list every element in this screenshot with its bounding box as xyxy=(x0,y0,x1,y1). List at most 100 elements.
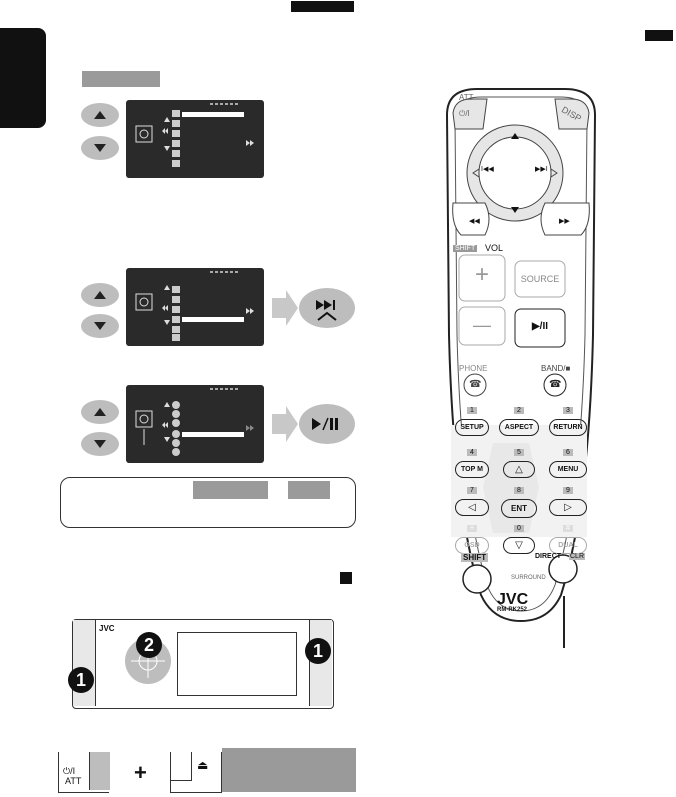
surround-label: SURROUND xyxy=(511,575,546,581)
att-label: ATT xyxy=(459,93,474,102)
key-0-label: ▽ xyxy=(503,537,535,554)
arrow-to-play-button xyxy=(272,404,355,444)
track-list-graphic xyxy=(135,388,254,456)
callout-line xyxy=(563,596,565,648)
key-osd[interactable]: + OSD xyxy=(455,517,489,554)
key-3[interactable]: 3 RETURN xyxy=(549,399,587,436)
key-dual-label: DUAL xyxy=(549,537,587,554)
header-bar-left xyxy=(291,1,354,12)
power-button[interactable]: ⏻/I xyxy=(459,109,470,118)
down-button-3[interactable] xyxy=(81,432,119,456)
note-highlight-1 xyxy=(193,481,268,499)
phone-label: PHONE xyxy=(459,364,488,373)
svg-text:▶▶I: ▶▶I xyxy=(535,166,548,173)
down-button[interactable] xyxy=(81,136,119,160)
folder-list-graphic xyxy=(135,271,254,341)
key-6-number: 6 xyxy=(563,449,573,456)
key-osd-label: OSD xyxy=(455,537,489,554)
down-arrow-icon xyxy=(94,440,106,448)
up-button-2[interactable] xyxy=(81,283,119,307)
key-dual-number: # xyxy=(563,525,573,532)
unit-left-panel xyxy=(73,620,96,706)
shift-label: SHIFT xyxy=(461,553,489,562)
up-arrow-icon xyxy=(94,111,106,119)
key-5-number: 5 xyxy=(514,449,524,456)
key-1-label: SETUP xyxy=(455,419,489,436)
key-osd-number: + xyxy=(466,525,478,532)
bottom-highlight xyxy=(222,748,356,792)
key-3-number: 3 xyxy=(563,407,573,414)
eject-key-shade xyxy=(171,752,192,781)
key-8-label: ENT xyxy=(501,499,537,518)
up-arrow-icon xyxy=(94,291,106,299)
track-list-screen xyxy=(126,385,264,463)
key-2[interactable]: 2 ASPECT xyxy=(499,399,539,436)
play-pause-button[interactable]: ▶/II xyxy=(531,321,549,332)
key-2-number: 2 xyxy=(514,407,524,414)
header-bar-right xyxy=(645,30,673,41)
bottom-power-label: ⏻/I xyxy=(63,766,76,776)
key-5[interactable]: 5 △ xyxy=(503,441,535,478)
head-unit: JVC xyxy=(72,619,334,709)
remote-body: ◀◀ ▶▶ I◀◀ ▶▶I xyxy=(445,88,597,623)
key-0-number: 0 xyxy=(514,525,524,532)
power-att-key: ⏻/I ATT xyxy=(58,752,110,793)
shift-button[interactable] xyxy=(463,565,491,593)
svg-text:◀◀: ◀◀ xyxy=(469,218,480,225)
key-1-number: 1 xyxy=(467,407,477,414)
key-5-label: △ xyxy=(503,461,535,478)
step-badge-2: 2 xyxy=(136,632,162,658)
remote-brand: JVC xyxy=(497,591,529,608)
phone-icon[interactable]: ☎ xyxy=(469,379,482,390)
bottom-att-label: ATT xyxy=(65,776,82,786)
key-7[interactable]: 7 ◁ xyxy=(455,479,489,516)
note-box xyxy=(60,477,356,528)
key-9[interactable]: 9 ▷ xyxy=(549,479,587,516)
key-6-label: MENU xyxy=(549,461,587,478)
up-button[interactable] xyxy=(81,103,119,127)
key-8[interactable]: 8 ENT xyxy=(501,479,537,518)
eject-icon: ⏏ xyxy=(197,758,209,772)
folder-list-screen xyxy=(126,100,264,178)
language-side-tab xyxy=(0,28,46,128)
key-3-label: RETURN xyxy=(549,419,587,436)
down-arrow-icon xyxy=(94,322,106,330)
key-4[interactable]: 4 TOP M xyxy=(455,441,489,478)
key-4-label: TOP M xyxy=(455,461,489,478)
key-0[interactable]: 0 ▽ xyxy=(503,517,535,554)
note-highlight-2 xyxy=(288,481,330,499)
arrow-to-next-button xyxy=(272,288,355,328)
vol-up-button[interactable]: + xyxy=(474,261,489,288)
vol-down-button[interactable]: — xyxy=(473,315,491,335)
down-arrow-icon xyxy=(94,144,106,152)
source-button[interactable]: SOURCE xyxy=(520,274,560,284)
direct-label: DIRECT xyxy=(535,553,562,560)
folder-list-screen-2 xyxy=(126,268,264,346)
key-1[interactable]: 1 SETUP xyxy=(455,399,489,436)
unit-display xyxy=(177,632,297,696)
up-button-3[interactable] xyxy=(81,400,119,424)
direct-clr-button[interactable] xyxy=(549,555,577,583)
key-dual[interactable]: # DUAL xyxy=(549,517,587,554)
vol-badge: SHIFT xyxy=(453,245,478,252)
key-4-number: 4 xyxy=(467,449,477,456)
plus-sign: + xyxy=(134,760,147,785)
key-9-label: ▷ xyxy=(549,499,587,516)
key-9-number: 9 xyxy=(563,487,573,494)
up-arrow-icon xyxy=(94,408,106,416)
eject-key: ⏏ xyxy=(170,752,222,793)
svg-text:▶▶: ▶▶ xyxy=(559,218,570,225)
step-badge-1-left: 1 xyxy=(68,667,94,693)
key-8-number: 8 xyxy=(514,487,524,494)
unit-brand: JVC xyxy=(99,624,115,633)
band-icon[interactable]: ☎ xyxy=(549,379,562,390)
down-button-2[interactable] xyxy=(81,314,119,338)
vol-label: VOL xyxy=(485,243,504,253)
step-badge-1-right: 1 xyxy=(305,638,331,664)
remote-control: ◀◀ ▶▶ I◀◀ ▶▶I ATT ⏻/I DISP SHIFT VOL + —… xyxy=(437,85,605,625)
power-att-key-shade xyxy=(89,752,110,790)
key-2-label: ASPECT xyxy=(499,419,539,436)
key-6[interactable]: 6 MENU xyxy=(549,441,587,478)
remote-model: RM-RK252 xyxy=(497,607,528,613)
folder-list-graphic xyxy=(135,103,254,167)
